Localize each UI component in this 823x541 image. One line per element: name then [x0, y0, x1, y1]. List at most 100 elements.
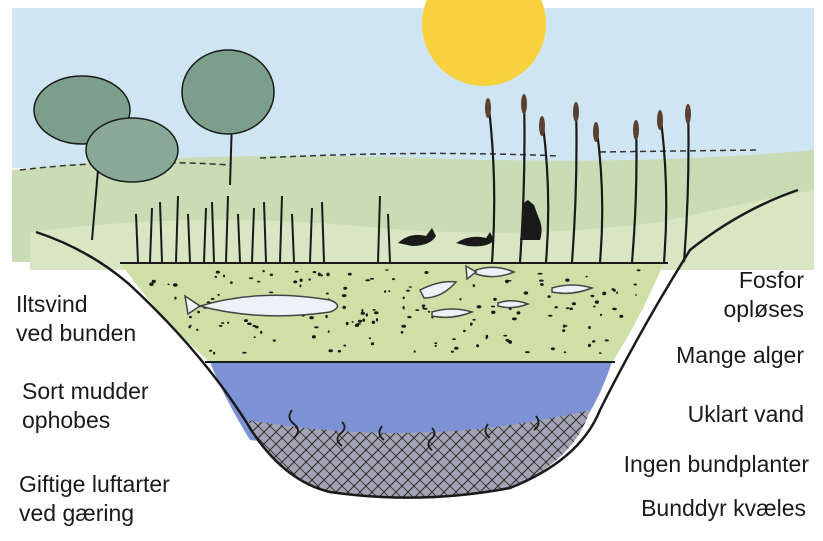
algae-dot — [616, 292, 618, 294]
algae-dot — [486, 336, 488, 339]
algae-dot — [477, 305, 482, 308]
algae-dot — [370, 278, 374, 280]
algae-dot — [300, 279, 303, 282]
algae-dot — [605, 339, 609, 341]
algae-dot — [384, 290, 386, 293]
label-mange-alger: Mange alger — [676, 341, 804, 370]
algae-dot — [385, 269, 388, 271]
algae-dot — [539, 280, 544, 282]
label-bunddyr-kvaeles: Bunddyr kvæles — [641, 494, 806, 523]
algae-dot — [424, 271, 428, 274]
label-giftige-luftarter: Giftige luftarter ved gæring — [19, 470, 170, 528]
algae-dot — [525, 351, 530, 353]
algae-dot — [273, 339, 276, 341]
algae-dot — [173, 283, 178, 287]
algae-dot — [491, 306, 495, 308]
algae-dot — [249, 277, 253, 279]
algae-dot — [338, 350, 341, 353]
algae-dot — [369, 337, 371, 339]
algae-dot — [388, 290, 390, 292]
algae-dot — [227, 322, 229, 324]
algae-dot — [507, 340, 511, 343]
algae-dot — [269, 292, 273, 294]
algae-dot — [472, 319, 475, 321]
algae-dot — [223, 275, 225, 278]
algae-dot — [548, 315, 553, 317]
label-ingen-bundplanter: Ingen bundplanter — [624, 450, 809, 479]
algae-dot — [634, 284, 637, 286]
algae-dot — [434, 342, 437, 344]
algae-dot — [612, 308, 617, 310]
algae-dot — [213, 352, 215, 355]
algae-dot — [372, 321, 375, 324]
algae-dot — [328, 330, 330, 333]
algae-dot — [308, 278, 310, 280]
algae-dot — [555, 306, 558, 308]
algae-dot — [503, 335, 507, 337]
algae-dot — [422, 306, 424, 309]
algae-dot — [619, 315, 623, 318]
algae-dot — [313, 271, 317, 273]
label-uklart-vand: Uklart vand — [688, 400, 804, 429]
algae-dot — [361, 312, 365, 315]
algae-dot — [463, 330, 466, 332]
algae-dot — [295, 271, 299, 273]
algae-dot — [189, 316, 192, 318]
algae-dot — [595, 300, 599, 303]
algae-dot — [491, 311, 495, 314]
algae-dot — [309, 316, 313, 319]
algae-dot — [599, 352, 602, 354]
algae-dot — [252, 325, 256, 327]
algae-dot — [635, 294, 637, 296]
algae-dot — [401, 331, 404, 334]
algae-dot — [569, 308, 573, 311]
algae-dot — [247, 323, 252, 326]
algae-dot — [459, 298, 461, 300]
algae-dot — [592, 340, 595, 343]
algae-layer — [120, 262, 664, 362]
algae-dot — [356, 323, 361, 325]
algae-dot — [221, 322, 224, 324]
algae-dot — [588, 326, 591, 329]
algae-dot — [342, 294, 347, 297]
label-sort-mudder: Sort mudder ophobes — [22, 377, 149, 435]
algae-dot — [403, 297, 405, 300]
algae-dot — [343, 345, 346, 347]
algae-dot — [493, 298, 497, 301]
algae-dot — [374, 311, 379, 314]
algae-dot — [540, 283, 544, 286]
algae-dot — [588, 344, 591, 347]
algae-dot — [196, 329, 198, 331]
algae-dot — [346, 322, 349, 325]
algae-dot — [565, 279, 569, 282]
algae-dot — [362, 319, 365, 322]
algae-dot — [312, 335, 316, 338]
label-fosfor: Fosfor opløses — [723, 266, 804, 324]
algae-dot — [435, 345, 437, 347]
algae-dot — [406, 290, 410, 292]
algae-dot — [373, 309, 376, 311]
algae-dot — [216, 271, 220, 274]
algae-dot — [564, 351, 567, 353]
algae-dot — [358, 320, 362, 323]
algae-dot — [328, 349, 333, 352]
cattail-head — [521, 94, 527, 114]
algae-dot — [547, 295, 550, 298]
algae-dot — [260, 331, 262, 334]
algae-dot — [318, 273, 321, 277]
algae-dot — [209, 350, 212, 352]
algae-dot — [476, 344, 479, 347]
cattail-head — [593, 122, 599, 142]
algae-dot — [392, 278, 395, 280]
algae-dot — [470, 323, 473, 326]
algae-dot — [452, 338, 456, 340]
algae-dot — [562, 329, 565, 332]
algae-dot — [342, 306, 346, 309]
algae-dot — [152, 280, 156, 283]
cattail-head — [657, 110, 663, 130]
algae-dot — [211, 298, 215, 300]
algae-dot — [407, 316, 411, 318]
cattail-head — [573, 102, 579, 122]
algae-dot — [314, 326, 318, 328]
algae-dot — [167, 284, 169, 286]
